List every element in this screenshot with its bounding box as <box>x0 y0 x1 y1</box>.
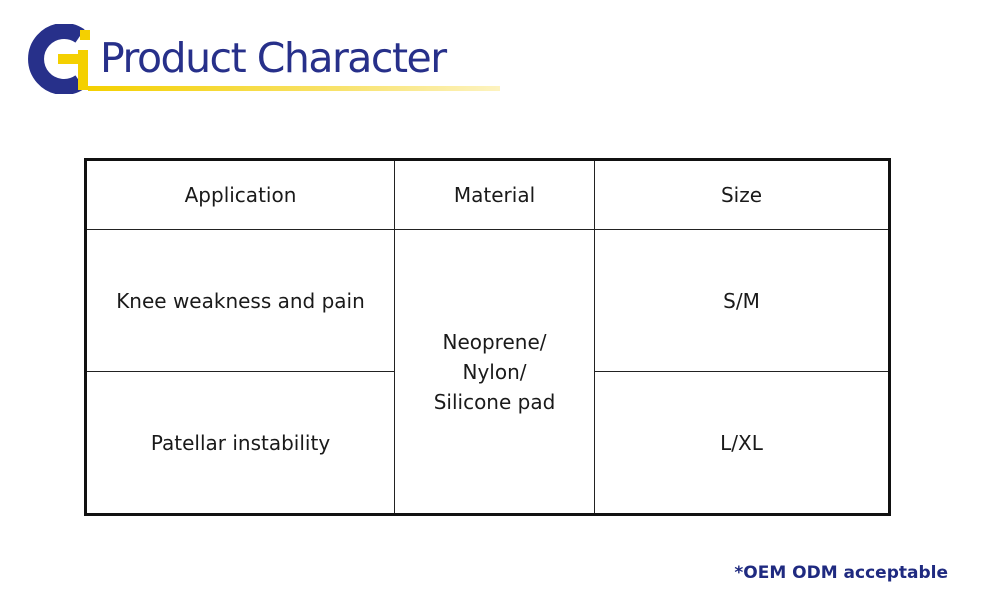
material-line: Neoprene/ <box>442 329 547 354</box>
title-underline <box>88 86 500 91</box>
size-cell: S/M <box>594 229 890 372</box>
page-header: Product Character <box>28 24 500 96</box>
page-title: Product Character <box>100 34 447 82</box>
column-header-material: Material <box>394 159 595 230</box>
application-cell: Knee weakness and pain <box>85 229 395 372</box>
table-row: Patellar instability L/XL <box>85 371 890 515</box>
column-header-application: Application <box>85 159 395 230</box>
oem-odm-note: *OEM ODM acceptable <box>734 563 948 583</box>
gj-logo-icon <box>28 24 90 94</box>
table-row: Knee weakness and pain Neoprene/ Nylon/ … <box>85 229 890 515</box>
table-header-row: Application Material Size <box>85 159 890 230</box>
application-cell: Patellar instability <box>85 371 395 515</box>
size-cell: L/XL <box>594 371 890 515</box>
material-cell: Neoprene/ Nylon/ Silicone pad <box>394 229 595 515</box>
material-line: Nylon/ <box>462 359 527 384</box>
column-header-size: Size <box>594 159 890 230</box>
material-line: Silicone pad <box>433 389 556 414</box>
product-spec-table: Application Material Size Knee weakness … <box>84 158 891 516</box>
